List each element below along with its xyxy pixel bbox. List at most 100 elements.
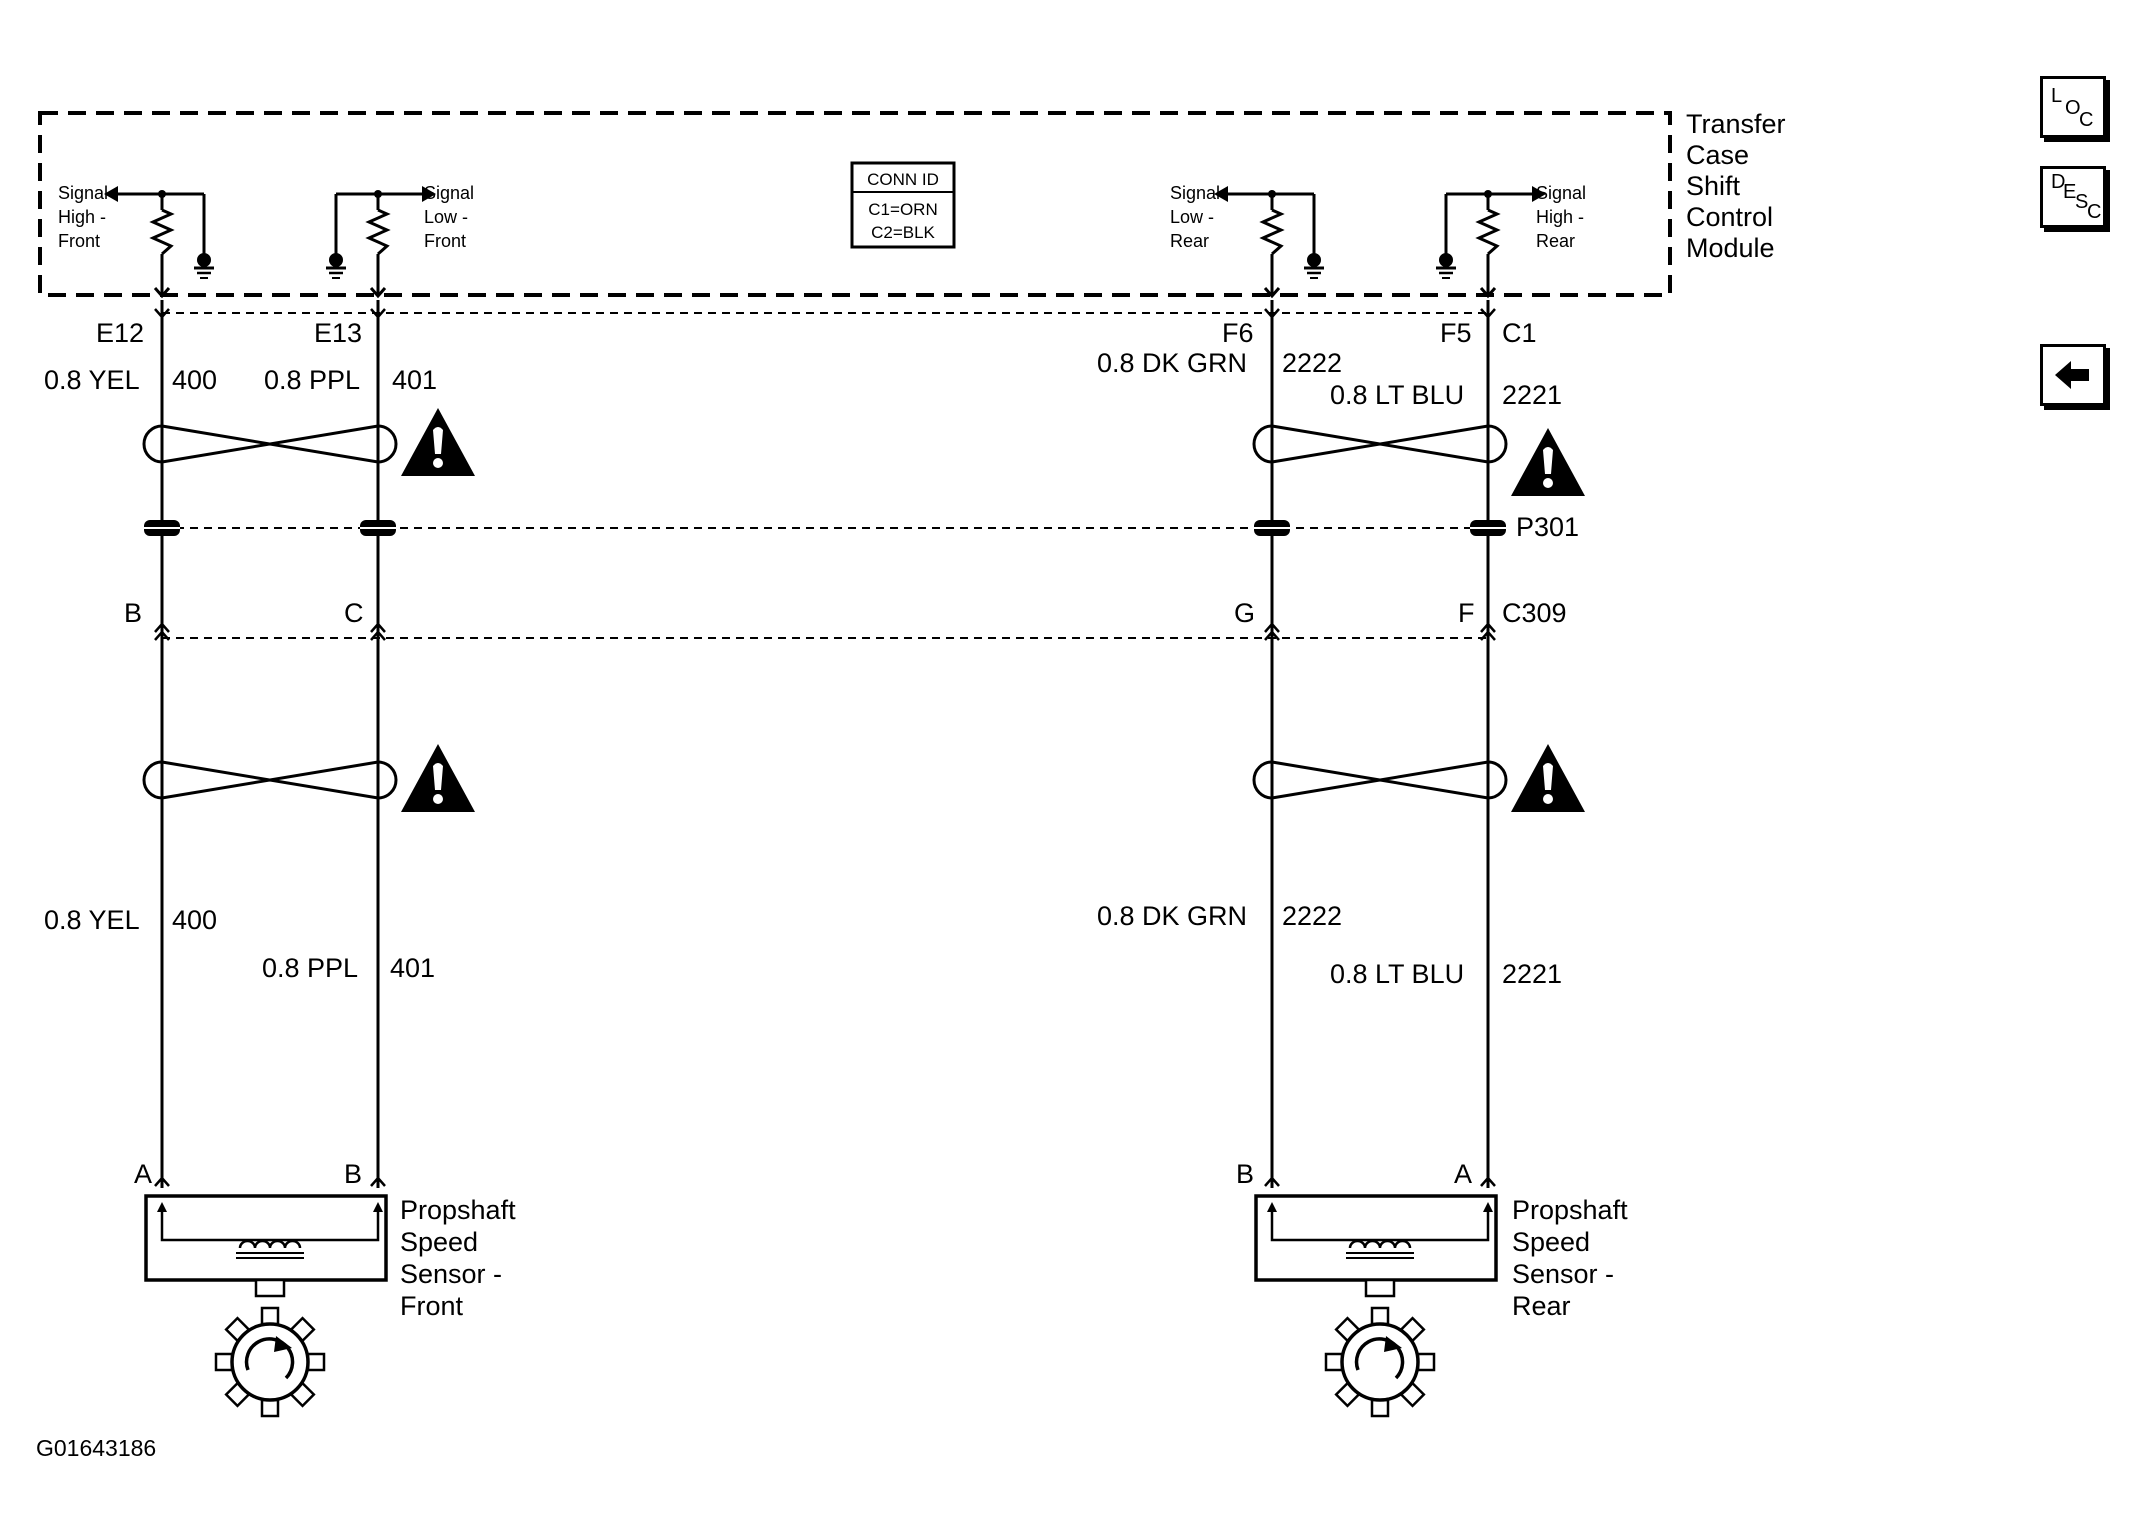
c309-pin-3: F [1458,598,1475,628]
svg-text:Control: Control [1686,202,1773,232]
resistor-icon [365,208,391,256]
svg-text:Rear: Rear [1512,1291,1571,1321]
conn-id-c1: C1=ORN [868,200,937,219]
desc-button[interactable]: D E S C [2040,166,2106,228]
wire-color-lower-0: 0.8 YEL [44,905,140,935]
reluctor-wheel-icon [214,1306,326,1418]
internal-circuit-3 [1434,186,1546,299]
resistor-icon [1475,208,1501,256]
module-name: Transfer Case Shift Control Module [1686,109,1786,263]
svg-text:Front: Front [424,231,466,251]
svg-text:Rear: Rear [1536,231,1575,251]
svg-text:Low -: Low - [1170,207,1214,227]
warning-icon [1511,744,1585,812]
conn-id-c2: C2=BLK [871,223,935,242]
twisted-pair-0-0 [142,408,475,476]
desc-letter-c: C [2087,201,2102,223]
sensor-pin-3: A [1454,1159,1472,1189]
signal-label-high-rear: Signal High - Rear [1536,183,1586,251]
sensor-label-front: Propshaft Speed Sensor - Front [400,1195,516,1321]
conn-id-title: CONN ID [867,170,939,189]
svg-text:Propshaft: Propshaft [1512,1195,1628,1225]
signal-arrow-icon [1532,186,1546,202]
c309-pin-0: B [124,598,142,628]
wire-color-lower-2: 0.8 DK GRN [1097,901,1247,931]
splice-label: P301 [1516,512,1579,542]
signal-label-low-rear: Signal Low - Rear [1170,183,1220,251]
svg-text:Front: Front [400,1291,464,1321]
wire-color-lower-1: 0.8 PPL [262,953,358,983]
svg-text:Signal: Signal [424,183,474,203]
desc-letter-e: E [2063,181,2077,203]
desc-letter-d: D [2051,171,2066,193]
wire-circuit-upper-3: 2221 [1502,380,1562,410]
signal-arrow-icon [1214,186,1228,202]
wire-circuit-upper-0: 400 [172,365,217,395]
pin-f5: F5 [1440,318,1472,348]
reluctor-wheel-icon [1324,1306,1436,1418]
svg-text:Low -: Low - [424,207,468,227]
svg-text:Speed: Speed [1512,1227,1590,1257]
wire-2 [1254,300,1290,1188]
back-button[interactable] [2040,344,2106,406]
resistor-icon [1259,208,1285,256]
twisted-pair-1-0 [1252,424,1585,496]
ground-icon [1434,244,1458,280]
loc-button[interactable]: L O C [2040,76,2106,138]
svg-text:Signal: Signal [1536,183,1586,203]
loc-letter-o: O [2065,97,2081,119]
internal-circuit-0 [104,186,216,299]
connector-chevron-icon [370,1176,386,1187]
connector-chevron-icon [154,1176,170,1187]
pin-e13: E13 [314,318,362,348]
module-outline [38,111,1672,297]
conn-id-box: CONN ID C1=ORN C2=BLK [850,161,956,249]
sensor-pin-0: A [134,1159,152,1189]
wire-circuit-upper-1: 401 [392,365,437,395]
wire-color-upper-0: 0.8 YEL [44,365,140,395]
sensor-label-rear: Propshaft Speed Sensor - Rear [1512,1195,1628,1321]
svg-text:High -: High - [58,207,106,227]
svg-text:Signal: Signal [1170,183,1220,203]
wires [142,300,1585,1188]
connector-chevron-icon [1480,308,1496,319]
connector-chevron-icon [370,622,386,633]
svg-text:Shift: Shift [1686,171,1741,201]
c309-pin-2: G [1234,598,1255,628]
resistor-icon [149,208,175,256]
wire-color-upper-2: 0.8 DK GRN [1097,348,1247,378]
svg-text:Propshaft: Propshaft [400,1195,516,1225]
c309-pin-1: C [344,598,364,628]
figure-id: G01643186 [36,1435,156,1461]
warning-icon [401,744,475,812]
twisted-pair-0-1 [142,744,475,812]
module-internal-circuits [104,186,1546,299]
sensor-pin-2: B [1236,1159,1254,1189]
svg-text:Front: Front [58,231,100,251]
internal-circuit-2 [1214,186,1326,299]
connector-chevron-icon [154,308,170,319]
desc-letter-s: S [2075,191,2089,213]
svg-text:Module: Module [1686,233,1775,263]
ground-icon [192,244,216,280]
svg-text:Speed: Speed [400,1227,478,1257]
left-arrow-icon [2055,361,2089,389]
pin-e12: E12 [96,318,144,348]
rotation-arrow-icon [244,1337,295,1380]
svg-text:Sensor -: Sensor - [1512,1259,1614,1289]
wire-circuit-lower-0: 400 [172,905,217,935]
wire-3 [1470,300,1506,1188]
wire-circuit-lower-3: 2221 [1502,959,1562,989]
loc-letter-c: C [2079,109,2094,131]
wire-circuit-upper-2: 2222 [1282,348,1342,378]
twisted-pair-1-1 [1252,744,1585,812]
wire-color-lower-3: 0.8 LT BLU [1330,959,1464,989]
connector-chevron-icon [370,308,386,319]
svg-text:Signal: Signal [58,183,108,203]
twisted-pair-icon [1252,424,1508,464]
wire-circuit-lower-2: 2222 [1282,901,1342,931]
connector-chevron-icon [1480,1176,1496,1187]
sensor-pin-1: B [344,1159,362,1189]
svg-text:Sensor -: Sensor - [400,1259,502,1289]
connector-c1: C1 [1502,318,1537,348]
